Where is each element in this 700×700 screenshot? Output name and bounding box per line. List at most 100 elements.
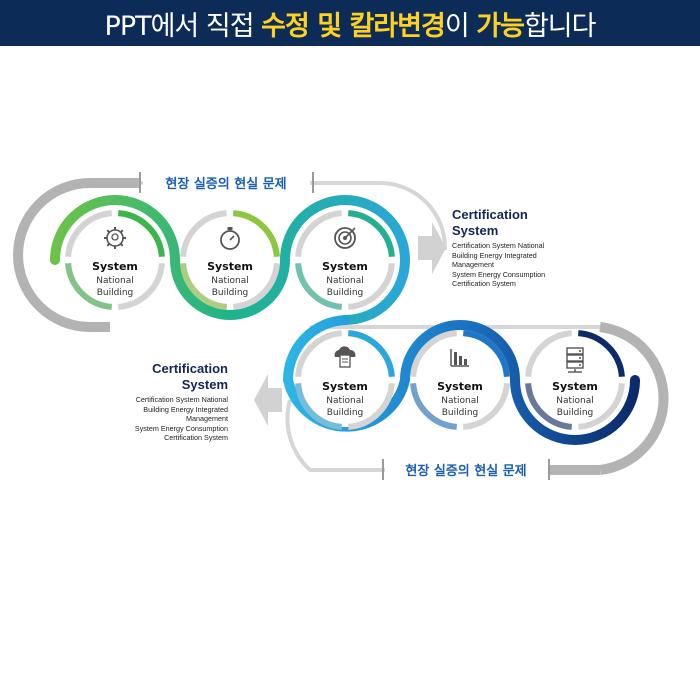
- banner-text: PPT에서 직접 수정 및 칼라변경이 가능합니다: [104, 4, 597, 43]
- node-line1: National: [96, 276, 134, 286]
- node-accent-arc: [577, 330, 625, 378]
- node-accent-arc: [525, 382, 573, 430]
- banner-part3: 합니다: [523, 10, 597, 42]
- label-bottom-bg: [386, 460, 546, 480]
- banner-part2: 이: [444, 10, 477, 42]
- cert-left-title-line1: Certification: [152, 361, 228, 376]
- node-ring-segment: [65, 210, 113, 258]
- arrow-right: [418, 222, 446, 274]
- node-ring-segment: [347, 262, 395, 310]
- section-label-bottom: 현장 실증의 현실 문제: [405, 463, 526, 479]
- node-accent-arc: [232, 210, 280, 258]
- node-accent-arc: [347, 210, 395, 258]
- cert-right-line: Management: [452, 260, 494, 269]
- node-ring-segment: [295, 330, 343, 378]
- node-accent-arc: [65, 262, 113, 310]
- node-line1: National: [441, 396, 479, 406]
- track-top-left: [13, 178, 140, 332]
- node-title: System: [322, 260, 368, 273]
- cert-left-line: Management: [186, 414, 228, 423]
- node-background: [183, 213, 277, 307]
- track-bottom-left: [285, 399, 385, 472]
- node-line1: National: [556, 396, 594, 406]
- banner-part1: PPT에서 직접: [104, 10, 262, 42]
- node-line2: Building: [327, 288, 364, 298]
- node-line1: National: [326, 396, 364, 406]
- server-icon: [566, 347, 584, 373]
- track-bottom-right: [599, 322, 669, 475]
- node-line1: National: [326, 276, 364, 286]
- bar-chart-icon: [450, 349, 469, 367]
- track-top-right: [310, 181, 447, 250]
- cert-right-title-line2: System: [452, 223, 499, 238]
- node-ring-segment: [577, 382, 625, 430]
- node-background: [298, 333, 392, 427]
- node-accent-arc: [462, 330, 510, 378]
- wave-bottom: [282, 315, 640, 445]
- node-title: System: [437, 380, 483, 393]
- node-accent-arc: [295, 262, 343, 310]
- node-ring-segment: [232, 262, 280, 310]
- node-accent-arc: [117, 210, 165, 258]
- cert-right-line: Certification System National: [452, 241, 545, 250]
- node-background: [528, 333, 622, 427]
- cert-right-line: Building Energy Integrated: [452, 250, 537, 260]
- wave-top: [50, 195, 411, 325]
- node-line1: National: [211, 276, 249, 286]
- node-line2: Building: [557, 408, 594, 418]
- cert-right-line: Certification System: [452, 279, 516, 288]
- node-ring-segment: [525, 330, 573, 378]
- node-ring-segment: [295, 210, 343, 258]
- node-background: [68, 213, 162, 307]
- node-ring-segment: [462, 382, 510, 430]
- cert-left-line: System Energy Consumption: [134, 423, 228, 433]
- node-title: System: [322, 380, 368, 393]
- node-accent-arc: [410, 382, 458, 430]
- node-ring-segment: [180, 210, 228, 258]
- node-line2: Building: [327, 408, 364, 418]
- arrow-left: [254, 374, 282, 426]
- node-title: System: [92, 260, 138, 273]
- banner-highlight2: 가능: [476, 10, 525, 42]
- node-accent-arc: [180, 262, 228, 310]
- cert-right-title-line1: Certification: [452, 207, 528, 222]
- node-title: System: [552, 380, 598, 393]
- cert-left-line: Certification System: [164, 433, 228, 442]
- stopwatch-icon: [220, 227, 240, 250]
- section-label-top: 현장 실증의 현실 문제: [165, 176, 286, 192]
- node-accent-arc: [295, 382, 343, 430]
- cert-left-line: Building Energy Integrated: [143, 404, 228, 414]
- node-background: [413, 333, 507, 427]
- target-icon: [334, 227, 356, 249]
- node-accent-arc: [347, 330, 395, 378]
- cert-left-title-line2: System: [181, 377, 228, 392]
- cloud-document-icon: [334, 346, 356, 368]
- node-background: [298, 213, 392, 307]
- node-ring-segment: [410, 330, 458, 378]
- node-line2: Building: [442, 408, 479, 418]
- label-top-bg: [143, 173, 310, 193]
- node-line2: Building: [97, 288, 134, 298]
- nodes-layer: SystemNationalBuildingSystemNationalBuil…: [65, 210, 625, 430]
- lightbulb-gear-icon: [104, 227, 126, 249]
- cert-right-body: Certification System National Building E…: [452, 241, 592, 289]
- top-banner: PPT에서 직접 수정 및 칼라변경이 가능합니다: [0, 0, 700, 46]
- cert-left-line: Certification System National: [135, 395, 228, 404]
- cert-right-line: System Energy Consumption: [452, 269, 546, 279]
- node-ring-segment: [347, 382, 395, 430]
- node-title: System: [207, 260, 253, 273]
- node-ring-segment: [117, 262, 165, 310]
- banner-highlight1: 수정 및 칼라변경: [261, 10, 446, 42]
- cert-left-body: Certification System National Building E…: [88, 395, 228, 443]
- node-line2: Building: [212, 288, 249, 298]
